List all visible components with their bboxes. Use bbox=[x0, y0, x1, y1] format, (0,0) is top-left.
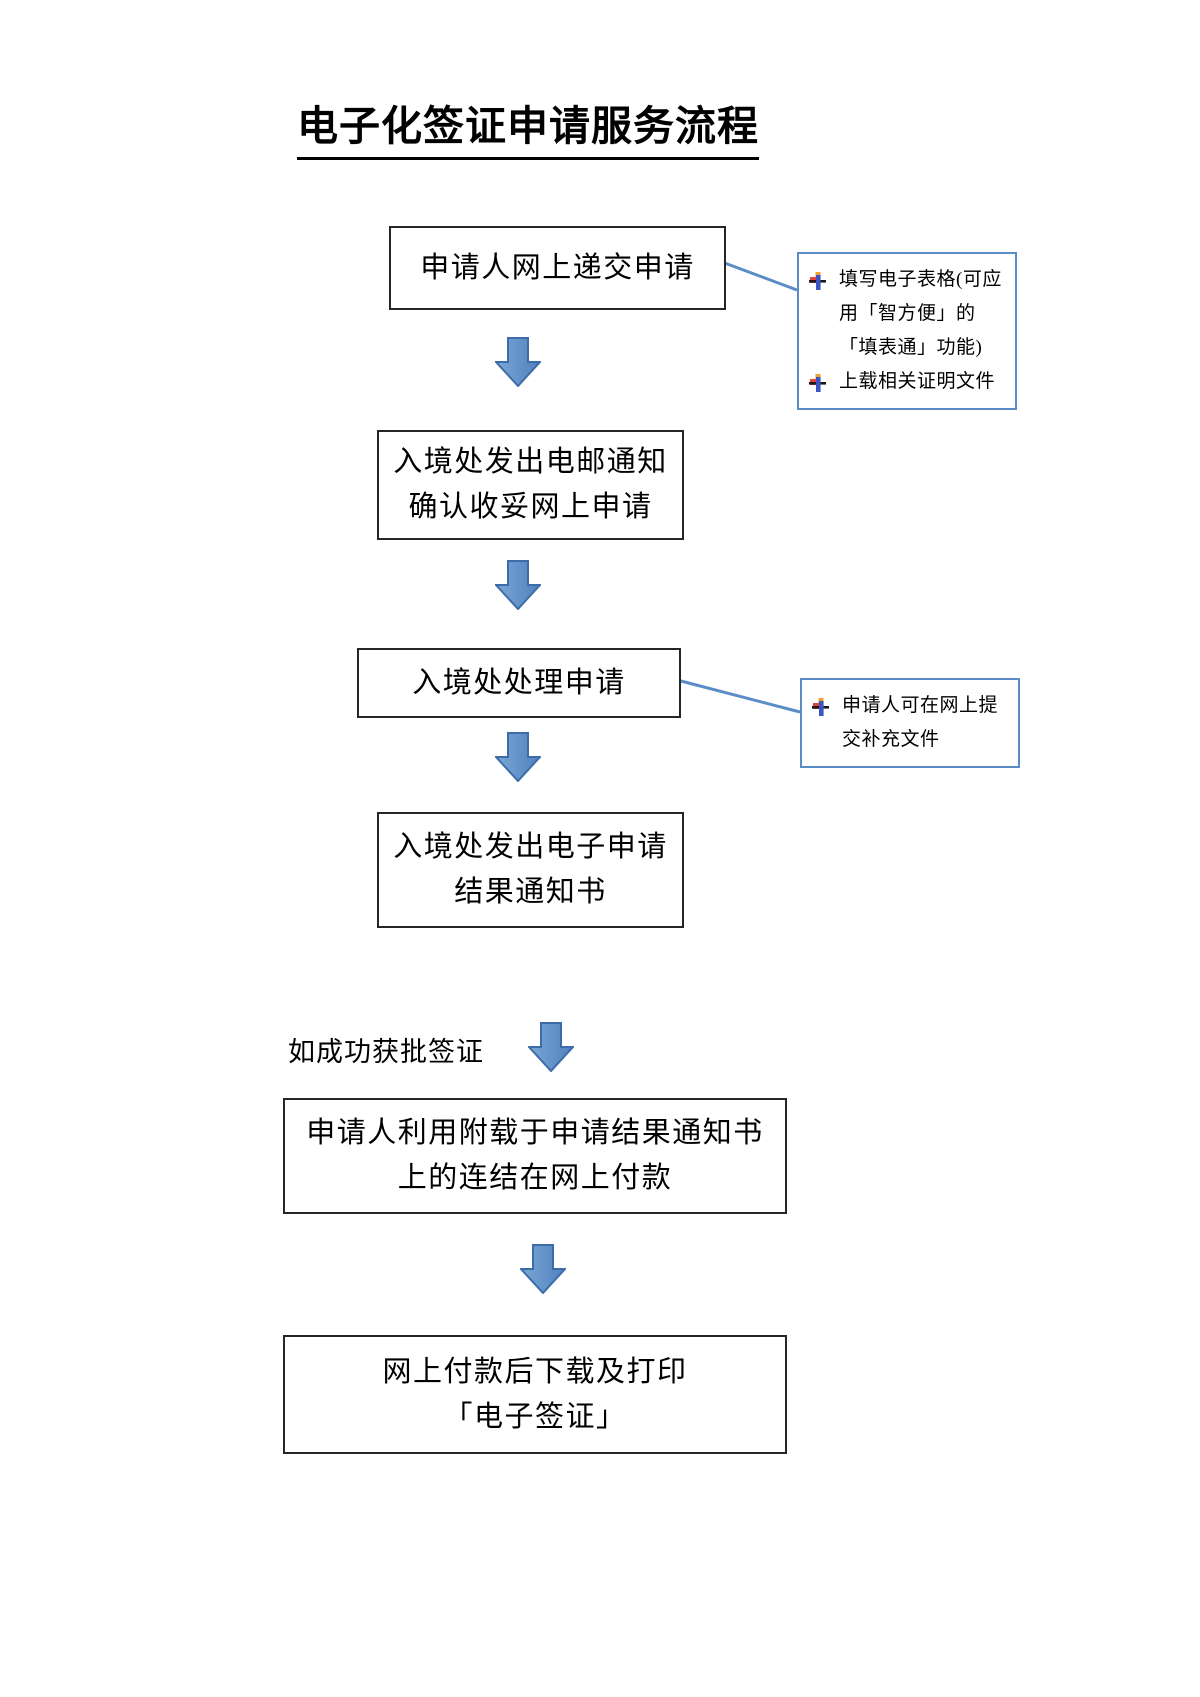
callout-item: 申请人可在网上提交补充文件 bbox=[808, 689, 1014, 757]
down-arrow-icon bbox=[520, 1244, 566, 1294]
callout-item: 填写电子表格(可应用「智方便」的「填表通」功能) bbox=[805, 263, 1011, 365]
page-title: 电子化签证申请服务流程 bbox=[297, 92, 759, 160]
callout-item-text: 上载相关证明文件 bbox=[839, 371, 996, 392]
branch-condition-label: 如成功获批签证 bbox=[288, 1037, 484, 1067]
down-arrow-icon bbox=[528, 1022, 574, 1072]
flow-step-result-notification: 入境处发出电子申请 结果通知书 bbox=[377, 812, 684, 928]
callout-online-form-notes: 填写电子表格(可应用「智方便」的「填表通」功能) 上载相关证明文件 bbox=[797, 252, 1017, 410]
flow-step-line: 确认收妥网上申请 bbox=[408, 491, 653, 523]
down-arrow-icon bbox=[495, 560, 541, 610]
flow-step-download-print-evisa: 网上付款后下载及打印 「电子签证」 bbox=[283, 1335, 787, 1454]
callout-connector-1 bbox=[721, 260, 798, 292]
flow-step-line: 「电子签证」 bbox=[443, 1400, 627, 1433]
flow-step-processing: 入境处处理申请 bbox=[357, 648, 681, 718]
flow-step-email-acknowledgement: 入境处发出电邮通知 确认收妥网上申请 bbox=[377, 430, 684, 540]
flow-step-line: 入境处发出电邮通知 bbox=[393, 446, 668, 478]
flow-step-line: 上的连结在网上付款 bbox=[397, 1162, 673, 1194]
bullet-icon bbox=[805, 365, 839, 398]
down-arrow-icon bbox=[495, 732, 541, 782]
flow-step-line: 入境处发出电子申请 bbox=[393, 831, 668, 863]
flow-step-line: 申请人利用附载于申请结果通知书 bbox=[306, 1117, 764, 1149]
callout-supplementary-documents: 申请人可在网上提交补充文件 bbox=[800, 678, 1020, 768]
bullet-icon bbox=[805, 263, 839, 296]
page-title-text: 电子化签证申请服务流程 bbox=[297, 103, 759, 149]
callout-item: 上载相关证明文件 bbox=[805, 365, 1011, 399]
callout-item-text: 申请人可在网上提交补充文件 bbox=[842, 695, 999, 750]
bullet-icon bbox=[808, 689, 842, 722]
callout-connector-2 bbox=[676, 678, 801, 714]
flow-step-online-payment: 申请人利用附载于申请结果通知书 上的连结在网上付款 bbox=[283, 1098, 787, 1214]
flow-step-submit-application: 申请人网上递交申请 bbox=[389, 226, 726, 310]
flow-step-line: 入境处处理申请 bbox=[412, 666, 626, 699]
down-arrow-icon bbox=[495, 337, 541, 387]
flow-step-line: 申请人网上递交申请 bbox=[420, 251, 695, 284]
flow-step-line: 网上付款后下载及打印 bbox=[382, 1355, 688, 1388]
callout-item-text: 填写电子表格(可应用「智方便」的「填表通」功能) bbox=[839, 269, 1002, 358]
flow-step-line: 结果通知书 bbox=[454, 876, 607, 908]
